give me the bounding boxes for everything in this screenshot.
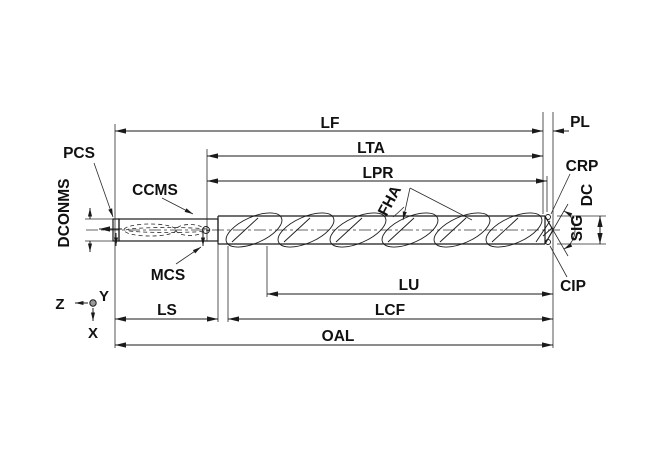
drill-point bbox=[535, 203, 576, 257]
drill-fluted-body bbox=[217, 212, 545, 248]
label-axis-x: X bbox=[88, 325, 98, 342]
dimension-ls: LS bbox=[115, 302, 219, 322]
label-lta: LTA bbox=[357, 140, 385, 157]
callout-mcs: MCS bbox=[151, 246, 202, 284]
callout-fha: FHA bbox=[375, 183, 473, 221]
point-angle-arc bbox=[563, 210, 576, 250]
dimension-lf: LF bbox=[115, 115, 544, 134]
label-axis-z: Z bbox=[55, 296, 64, 313]
label-dc: DC bbox=[579, 184, 596, 206]
callout-ccms: CCMS bbox=[132, 182, 194, 215]
dimension-dc: DC bbox=[557, 184, 606, 245]
label-dconms: DCONMS bbox=[56, 179, 73, 248]
callout-crp: CRP bbox=[550, 158, 599, 215]
fha-angle-arc bbox=[392, 206, 405, 218]
label-lpr: LPR bbox=[363, 165, 394, 182]
dimension-lpr: LPR bbox=[206, 165, 548, 184]
dimension-oal: OAL bbox=[115, 328, 554, 348]
label-crp: CRP bbox=[566, 158, 599, 175]
label-fha: FHA bbox=[375, 183, 405, 219]
coordinate-triad: Z Y X bbox=[55, 288, 109, 342]
dimension-lta: LTA bbox=[206, 140, 544, 159]
label-ccms: CCMS bbox=[132, 182, 178, 199]
dimension-dconms: DCONMS bbox=[56, 179, 113, 252]
callout-pcs: PCS bbox=[63, 145, 122, 232]
label-axis-y: Y bbox=[99, 288, 109, 305]
clamp-direction-arrows bbox=[113, 233, 206, 246]
dimension-pl: PL bbox=[552, 114, 590, 134]
label-cip: CIP bbox=[560, 278, 586, 295]
clamp-flat-hidden-outline bbox=[175, 224, 205, 236]
label-ls: LS bbox=[157, 302, 177, 319]
origin-y-axis-marker bbox=[89, 299, 97, 307]
corner-radius-point-marker bbox=[545, 214, 551, 220]
label-pcs: PCS bbox=[63, 145, 95, 162]
dimension-lu: LU bbox=[267, 277, 554, 297]
label-lu: LU bbox=[399, 277, 420, 294]
label-lcf: LCF bbox=[375, 302, 405, 319]
label-sig: SIG bbox=[569, 215, 586, 242]
label-lf: LF bbox=[321, 115, 340, 132]
label-oal: OAL bbox=[322, 328, 355, 345]
corner-insert-point-marker bbox=[545, 239, 551, 245]
callout-cip: CIP bbox=[549, 245, 586, 295]
dimension-lcf: LCF bbox=[227, 302, 554, 322]
label-mcs: MCS bbox=[151, 267, 185, 284]
label-pl: PL bbox=[570, 114, 590, 131]
point-edge-extension bbox=[552, 229, 569, 257]
flute-spirals bbox=[225, 212, 543, 248]
chisel-edge-line bbox=[542, 227, 553, 237]
clamp-flat-hidden-outline bbox=[125, 227, 211, 233]
point-edge-extension bbox=[552, 203, 569, 231]
cutting-edge-line bbox=[535, 220, 551, 243]
machine-connection-point-marker bbox=[202, 226, 210, 234]
